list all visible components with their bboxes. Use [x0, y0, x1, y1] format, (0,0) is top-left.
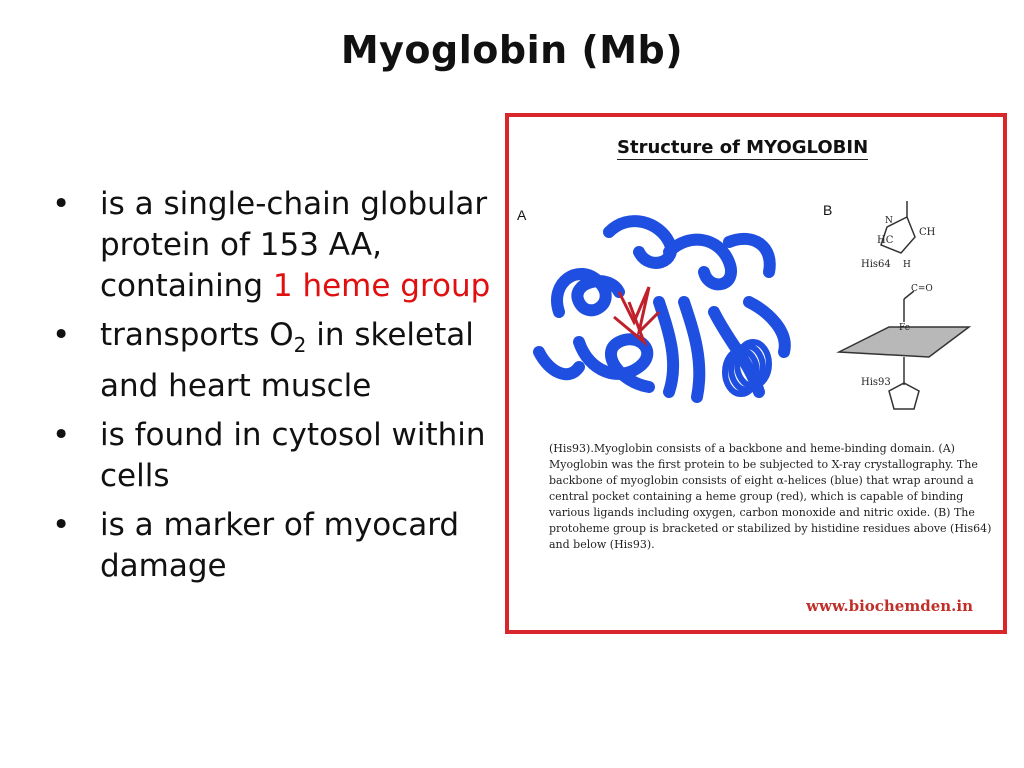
- heme-chemistry-diagram: HC CH N H His64 C=O Fe His93: [836, 201, 972, 410]
- ch-label: CH: [919, 227, 936, 238]
- slide-title: Myoglobin (Mb): [340, 28, 684, 72]
- bullet-text: is a marker of myocard damage: [100, 507, 460, 585]
- co-label: C=O: [911, 284, 933, 294]
- heme-highlight: 1 heme group: [272, 268, 491, 304]
- panel-a-label: A: [517, 207, 527, 223]
- bullet-dot: •: [52, 417, 71, 454]
- bullet-text: is a single-chain globular protein of 15…: [100, 186, 488, 304]
- myoglobin-figure: Structure of MYOGLOBIN A B: [505, 113, 1007, 634]
- subscript: 2: [293, 333, 307, 358]
- bullet-dot: •: [52, 507, 71, 544]
- bullet-dot: •: [52, 186, 71, 222]
- h-label: H: [903, 260, 911, 270]
- figure-title: Structure of MYOGLOBIN: [617, 137, 869, 160]
- bullet-dot: •: [52, 317, 71, 353]
- his64-label: His64: [861, 259, 891, 270]
- bullet-text: is found in cytosol within cells: [100, 417, 486, 495]
- bullet-item: • transports O2 in skeletal and heart mu…: [52, 315, 502, 407]
- panel-b-label: B: [823, 202, 833, 218]
- bullet-item: • is found in cytosol within cells: [52, 415, 502, 497]
- his93-label: His93: [861, 377, 891, 388]
- bullet-item: • is a marker of myocard damage: [52, 505, 502, 587]
- fe-label: Fe: [899, 323, 910, 333]
- hc-label: HC: [877, 235, 894, 246]
- bullet-text: transports O: [100, 317, 294, 353]
- figure-caption: (His93).Myoglobin consists of a backbone…: [549, 442, 992, 551]
- source-website: www.biochemden.in: [806, 597, 973, 615]
- bullet-item: • is a single-chain globular protein of …: [52, 184, 502, 307]
- n-label: N: [885, 216, 893, 226]
- bullet-list: • is a single-chain globular protein of …: [52, 184, 502, 595]
- protein-ribbon-image: [533, 215, 791, 403]
- bullet-text-after: in skeletal and heart muscle: [100, 317, 474, 405]
